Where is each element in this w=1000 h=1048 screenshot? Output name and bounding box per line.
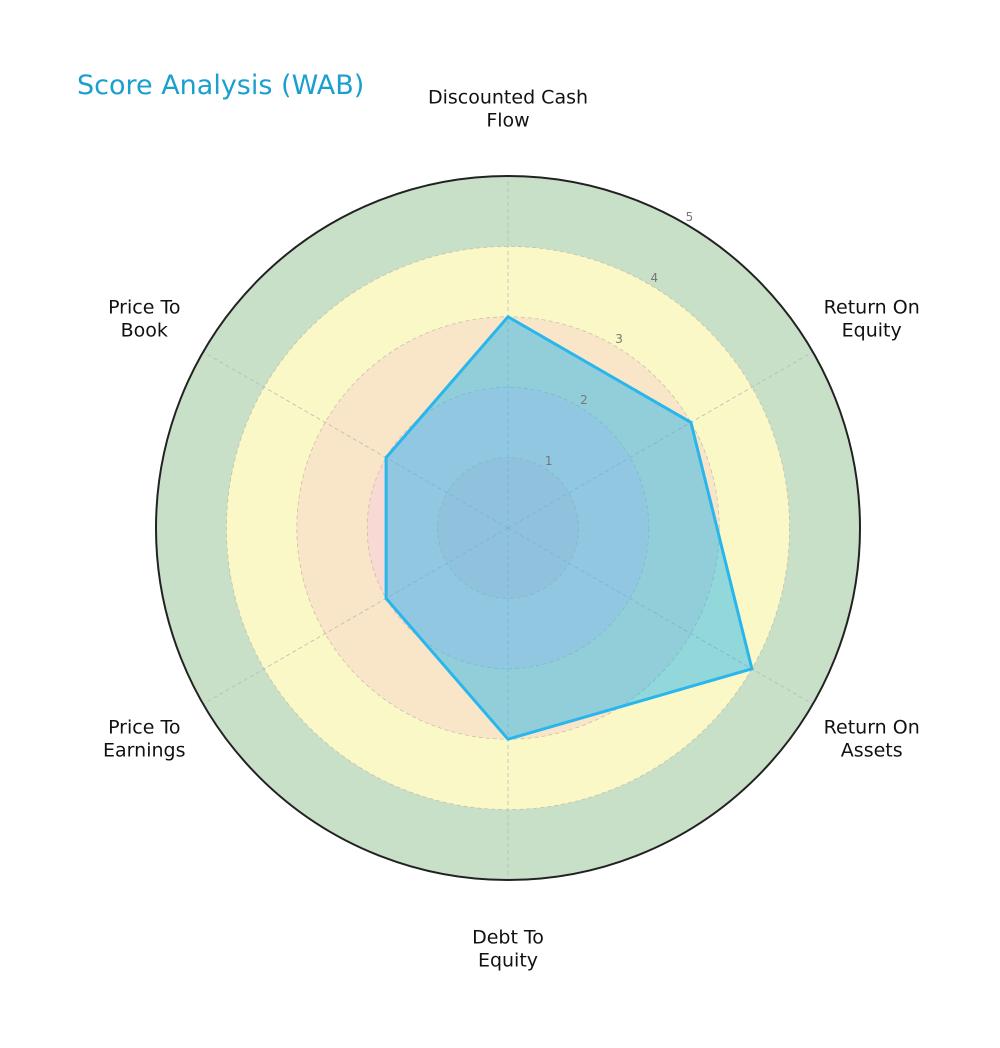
tick-label: 2	[580, 393, 588, 407]
tick-label: 1	[545, 454, 553, 468]
tick-label: 4	[650, 271, 658, 285]
radial-tick-labels: 1 2 3 4 5	[545, 210, 693, 468]
score-polygon	[384, 314, 754, 741]
tick-label: 3	[615, 332, 623, 346]
outer-ring	[155, 175, 861, 881]
polygon-outline	[384, 314, 754, 741]
chart-title: Score Analysis (WAB)	[77, 70, 365, 101]
polygon-fill	[386, 316, 752, 740]
tick-label: 5	[686, 210, 694, 224]
outer-circle	[155, 175, 861, 881]
